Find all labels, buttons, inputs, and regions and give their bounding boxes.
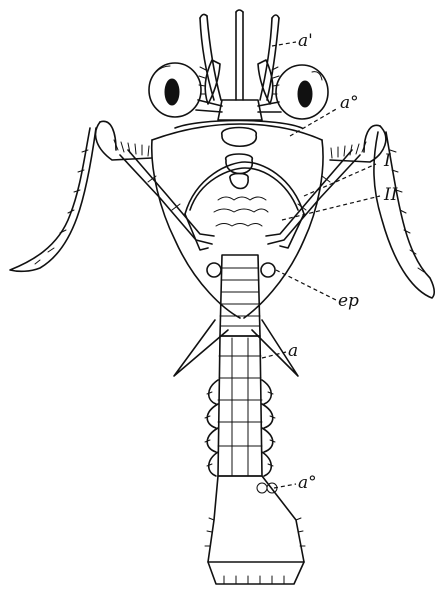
left-claw [10,121,152,271]
label-antenna: a° [340,93,359,113]
label-second-leg: II [383,185,398,205]
telson [205,476,305,584]
label-antennule: a' [298,31,313,51]
abdomen [218,336,262,476]
thoracic-segments [220,255,260,336]
carapace [152,100,323,376]
epipodites [207,263,275,277]
label-abdomen: a [288,341,298,361]
label-pleopod: a° [298,473,317,493]
mouthparts [214,128,268,227]
leader-lines [262,42,380,488]
label-epipodite: ep [338,291,359,311]
label-first-leg: I [383,151,391,171]
antennules [200,10,279,100]
right-claw [330,125,434,298]
